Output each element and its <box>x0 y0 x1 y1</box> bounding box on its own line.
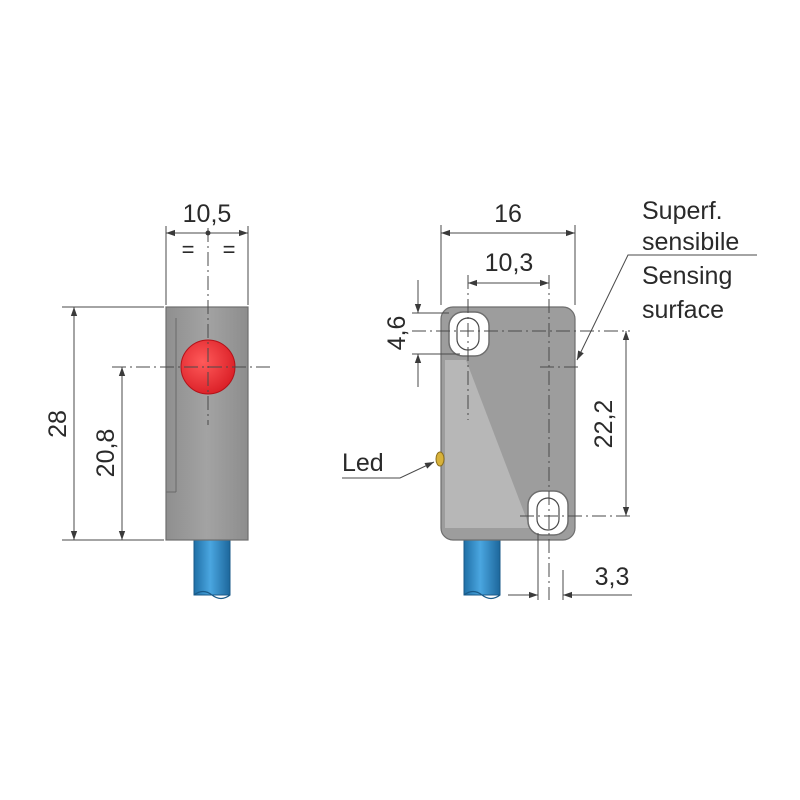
side-center-dim: 20,8 <box>92 429 120 478</box>
front-hole-height-dim: 4,6 <box>383 316 411 351</box>
side-width-dim: 10,5 <box>183 200 232 228</box>
mounting-hole-bottom <box>527 490 569 536</box>
front-view: 16 10,3 4,6 22,2 3,3 Led Superf. sensibi… <box>342 197 757 600</box>
sensing-label-it-line2: sensibile <box>642 228 739 256</box>
led-label: Led <box>342 449 384 477</box>
side-equal-left: = <box>182 237 195 262</box>
side-cable <box>193 539 231 600</box>
front-hole-pitch-dim: 22,2 <box>590 400 618 449</box>
sensing-label-en-line1: Sensing <box>642 262 732 290</box>
side-height-dim: 28 <box>44 410 72 438</box>
side-view: 10,5 = = 28 20,8 <box>44 200 272 600</box>
mounting-hole-top <box>448 311 490 357</box>
sensing-label-it-line1: Superf. <box>642 197 723 225</box>
front-width-dim: 16 <box>494 200 522 228</box>
led-indicator <box>435 451 445 467</box>
front-cable <box>463 539 501 600</box>
front-hole-offset-dim: 3,3 <box>595 563 630 591</box>
side-equal-right: = <box>223 237 236 262</box>
sensing-label-en-line2: surface <box>642 296 724 324</box>
front-hole-spacing-dim: 10,3 <box>485 249 534 277</box>
